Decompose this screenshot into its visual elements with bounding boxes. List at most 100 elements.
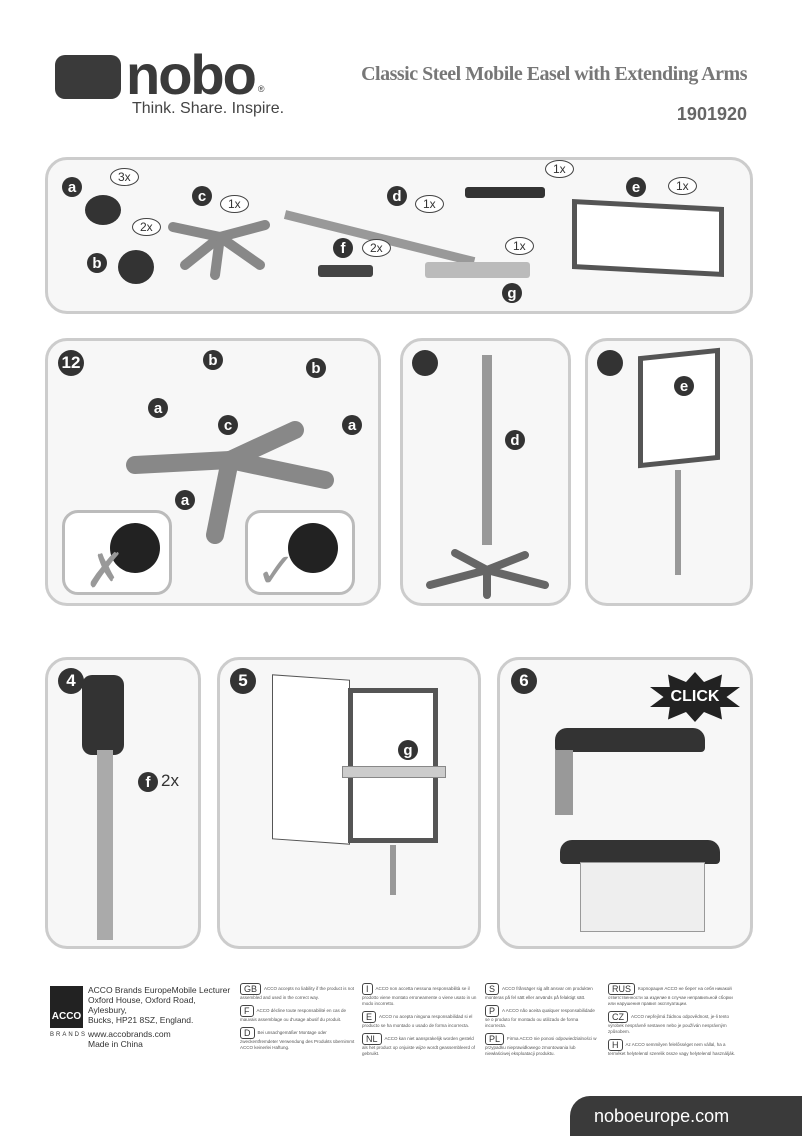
disclaimer-text: ACCO frånsäger sig allt ansvar om produk… [485,986,593,1000]
part-label-f: f [333,238,353,258]
part-qty-b: 2x [132,218,161,236]
bracket-icon [82,675,124,755]
pole-icon [390,845,396,895]
address-line: ACCO Brands EuropeMobile Lecturer [88,985,231,995]
acco-logo: ACCO [50,986,83,1028]
page-title: Classic Steel Mobile Easel with Extendin… [361,63,747,85]
website-link[interactable]: www.accobrands.com [88,1029,171,1039]
address-line: Oxford House, Oxford Road, Aylesbury, [88,995,196,1015]
disclaimer-text: ACCO non accetta nessuna responsabilità … [362,986,477,1006]
flipchart-board-icon [638,347,720,469]
label-a: a [148,398,168,418]
step-number-icon [597,350,623,376]
disclaimer-text: ACCO décline toute responsabilité en cas… [240,1008,347,1022]
check-icon: ✓ [256,545,297,598]
brand-logo: nobo® [126,43,264,106]
paper-pad-icon [272,674,350,845]
disclaimer-text: Корпорация ACCO не берет на себя никакой… [608,986,733,1006]
label-f: f [138,772,158,792]
lang-code: S [485,983,500,995]
address-line: Bucks, HP21 8SZ, England. [88,1015,194,1025]
acco-logo-text: ACCO [51,1011,82,1022]
pole-icon [97,750,113,940]
product-code: 1901920 [676,104,747,124]
label-a: a [175,490,195,510]
part-qty-e: 1x [668,177,697,195]
paper-icon [580,862,705,932]
acco-brands-text: BRANDS [50,1032,88,1038]
lang-code: F [240,1005,254,1017]
base-star-icon [426,549,549,599]
part-label-g: g [502,283,522,303]
flipchart-board-icon [348,688,438,843]
label-b: b [203,350,223,370]
nobo-url[interactable]: noboeurope.com [594,1106,730,1126]
part-qty-a: 3x [110,168,139,186]
castor-icon [85,195,121,225]
arm-closeup-icon [560,840,720,864]
lang-code: E [362,1011,377,1023]
part-label-a: a [62,177,82,197]
lang-code: P [485,1005,500,1017]
step-3-panel [585,338,753,606]
step-number: 12 [58,350,84,376]
screw-qty: 2x [161,771,179,790]
label-e: e [674,376,694,396]
nobo-logo-icon [55,55,121,99]
screw-icon [318,265,373,277]
lang-code: D [240,1027,255,1039]
label-g: g [398,740,418,760]
extending-arm-icon [342,766,446,778]
disclaimer-text: ACCO nepřejímá žádnou odpovědnost, je-li… [608,1014,730,1034]
part-qty-g: 1x [505,237,534,255]
step-number-icon [412,350,438,376]
base-assembly-icon [126,421,334,544]
part-label-d: d [387,186,407,206]
lang-code: PL [485,1033,505,1045]
base-star-icon [168,220,270,280]
part-qty-pen: 1x [545,160,574,178]
label-b: b [306,358,326,378]
disclaimer-text: Bei unsachgemäßer Montage oder zweckentf… [240,1030,355,1050]
extending-arm-icon [425,262,530,278]
label-c: c [218,415,238,435]
correct-example: ✓ [245,510,355,598]
lang-code: NL [362,1033,382,1045]
marker-icon [465,187,545,198]
part-qty-c: 1x [220,195,249,213]
brand-name: nobo [126,43,257,106]
part-qty-f: 2x [362,239,391,257]
lang-code: GB [240,983,262,995]
origin: Made in China [88,1039,143,1049]
lang-code: CZ [608,1011,628,1023]
tagline: Think. Share. Inspire. [132,100,285,117]
lang-code: H [608,1039,623,1051]
part-label-b: b [87,253,107,273]
castor-icon [118,250,154,284]
step-number: 5 [230,668,256,694]
lang-code: I [362,983,373,995]
disclaimer-text: ACCO accepts no liability if the product… [240,986,355,1000]
pole-icon [675,470,681,575]
disclaimer-text: Firma ACCO nie ponosi odpowiedzialności … [485,1036,597,1056]
step-number: 6 [511,668,537,694]
arm-leg-icon [555,750,573,815]
lang-code: RUS [608,983,636,995]
nobo-url-banner[interactable]: noboeurope.com [570,1096,802,1136]
part-label-c: c [192,186,212,206]
